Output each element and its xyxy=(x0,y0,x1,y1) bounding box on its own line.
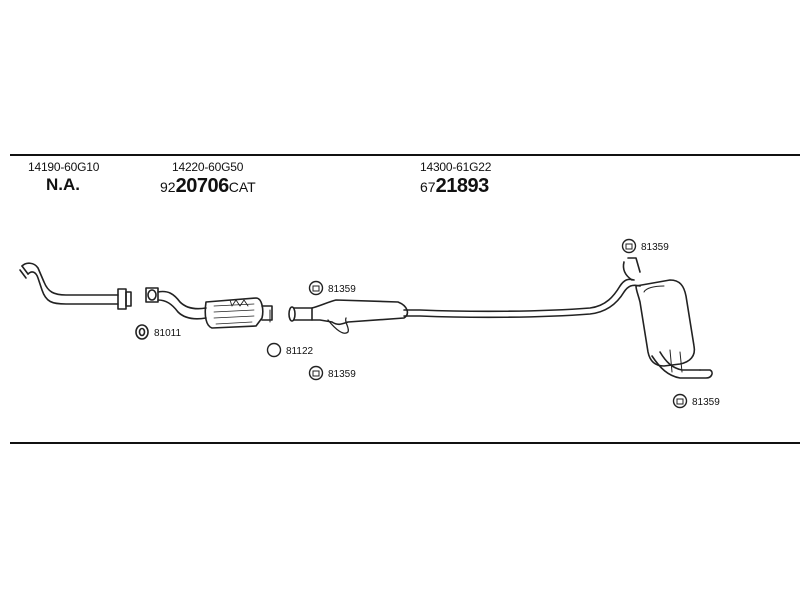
code-suffix: CAT xyxy=(228,179,256,195)
code-prefix: 67 xyxy=(420,179,436,195)
callout-sealing-ring: 81122 xyxy=(286,346,314,357)
sealing-ring-icon[interactable] xyxy=(266,342,282,358)
part-number-front-pipe: 14190-60G10 xyxy=(28,160,100,174)
clamp-icon[interactable] xyxy=(308,280,324,296)
callout-clamp-mid-lower: 81359 xyxy=(328,369,356,380)
clamp-icon[interactable] xyxy=(672,393,688,409)
front-pipe[interactable] xyxy=(19,262,132,310)
catalytic-converter-code: 9220706CAT xyxy=(160,175,256,198)
part-number-rear-silencer: 14300-61G22 xyxy=(420,160,492,174)
rear-silencer-code: 6721893 xyxy=(420,175,489,198)
front-pipe-status: N.A. xyxy=(46,175,80,194)
callout-gasket-front: 81011 xyxy=(154,328,182,339)
callout-clamp-rear-upper: 81359 xyxy=(641,242,669,253)
clamp-icon[interactable] xyxy=(308,365,324,381)
clamp-icon[interactable] xyxy=(621,238,637,254)
part-number-catalytic-converter: 14220-60G50 xyxy=(172,160,244,174)
callout-clamp-mid-upper: 81359 xyxy=(328,284,356,295)
gasket-icon[interactable] xyxy=(135,324,149,340)
bottom-divider xyxy=(10,442,800,444)
code-main: 21893 xyxy=(435,175,490,197)
middle-pipe-resonator[interactable] xyxy=(288,278,641,334)
rear-silencer[interactable] xyxy=(622,257,713,379)
catalytic-converter[interactable] xyxy=(145,287,273,329)
code-main: 20706 xyxy=(175,175,230,197)
top-divider xyxy=(10,154,800,156)
callout-clamp-rear-lower: 81359 xyxy=(692,397,720,408)
code-prefix: 92 xyxy=(160,179,176,195)
